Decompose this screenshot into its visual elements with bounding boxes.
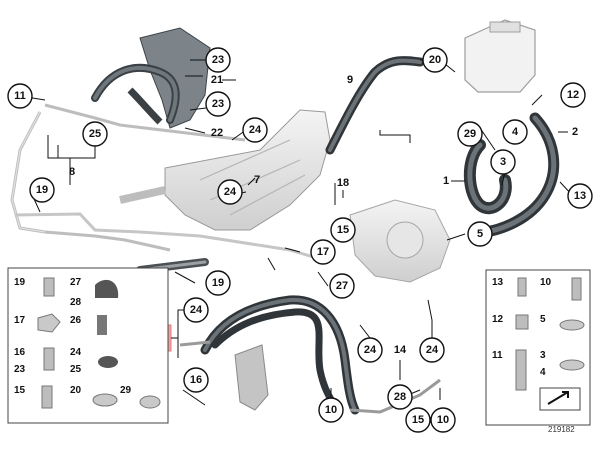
legend-left-26: 26	[70, 315, 82, 326]
svg-text:24: 24	[426, 344, 439, 356]
callout-19a[interactable]: 19	[29, 177, 55, 203]
callout-5[interactable]: 5	[467, 221, 493, 247]
svg-text:19: 19	[36, 184, 48, 196]
svg-text:28: 28	[394, 391, 406, 403]
svg-text:24: 24	[224, 186, 237, 198]
svg-text:24: 24	[249, 124, 262, 136]
svg-text:24: 24	[190, 304, 203, 316]
callout-24a[interactable]: 24	[242, 117, 268, 143]
label-18[interactable]: 18	[337, 177, 349, 189]
svg-text:11: 11	[14, 90, 26, 102]
callout-24c[interactable]: 24	[183, 297, 209, 323]
svg-text:23: 23	[212, 98, 224, 110]
label-9[interactable]: 9	[347, 74, 353, 86]
callout-24d[interactable]: 24	[357, 337, 383, 363]
legend-left-20: 20	[70, 385, 82, 396]
legend-left-29: 29	[120, 385, 132, 396]
callout-19b[interactable]: 19	[205, 270, 231, 296]
callout-27[interactable]: 27	[329, 273, 355, 299]
label-7[interactable]: 7	[254, 174, 260, 186]
legend-left-23: 23	[14, 364, 26, 375]
svg-text:10: 10	[325, 404, 337, 416]
svg-text:12: 12	[567, 89, 579, 101]
svg-text:13: 13	[574, 190, 586, 202]
callout-13[interactable]: 13	[567, 183, 593, 209]
legend-right-11: 11	[492, 350, 503, 361]
label-2[interactable]: 2	[572, 126, 578, 138]
callout-12[interactable]: 12	[560, 82, 586, 108]
legend-right-13: 13	[492, 277, 504, 288]
svg-text:25: 25	[89, 128, 101, 140]
legend-left: 19 27 28 17 26 16 23 24 25 15 20 29	[7, 267, 169, 424]
svg-text:17: 17	[317, 246, 329, 258]
callout-15b[interactable]: 15	[405, 407, 431, 433]
svg-text:16: 16	[190, 374, 202, 386]
svg-text:15: 15	[412, 414, 424, 426]
legend-left-19: 19	[14, 277, 26, 288]
legend-right-10: 10	[540, 277, 552, 288]
legend-right-3: 3	[540, 350, 546, 361]
callout-24b[interactable]: 24	[217, 179, 243, 205]
callout-20[interactable]: 20	[422, 47, 448, 73]
callout-4[interactable]: 4	[502, 119, 528, 145]
legend-left-27: 27	[70, 277, 82, 288]
legend-left-16: 16	[14, 347, 26, 358]
arrow-icon	[547, 391, 569, 405]
label-22[interactable]: 22	[211, 127, 223, 139]
callout-25[interactable]: 25	[82, 121, 108, 147]
svg-text:4: 4	[512, 126, 519, 138]
legend-right-5: 5	[540, 314, 546, 325]
callout-23a[interactable]: 23	[205, 47, 231, 73]
label-1[interactable]: 1	[443, 175, 449, 187]
svg-text:15: 15	[337, 224, 349, 236]
callout-28[interactable]: 28	[387, 384, 413, 410]
svg-text:3: 3	[500, 156, 506, 168]
heat-shield-drawing	[139, 27, 211, 129]
callout-24e[interactable]: 24	[419, 337, 445, 363]
legend-right-4: 4	[540, 367, 546, 378]
label-8[interactable]: 8	[69, 166, 75, 178]
callout-10a[interactable]: 10	[318, 397, 344, 423]
svg-text:24: 24	[364, 344, 377, 356]
svg-text:20: 20	[429, 54, 441, 66]
legend-left-28: 28	[70, 297, 82, 308]
legend-right: 13 10 12 5 11 3 4	[485, 269, 591, 426]
svg-text:5: 5	[477, 228, 483, 240]
svg-text:27: 27	[336, 280, 348, 292]
legend-left-17: 17	[14, 315, 26, 326]
svg-text:23: 23	[212, 54, 224, 66]
legend-left-25: 25	[70, 364, 82, 375]
label-14[interactable]: 14	[394, 344, 407, 356]
callout-10b[interactable]: 10	[430, 407, 456, 433]
callout-29[interactable]: 29	[457, 121, 483, 147]
svg-text:19: 19	[212, 277, 224, 289]
callout-17[interactable]: 17	[310, 239, 336, 265]
svg-text:29: 29	[464, 128, 476, 140]
callout-11[interactable]: 11	[7, 83, 33, 109]
label-21[interactable]: 21	[211, 74, 223, 86]
bracket-16-drawing	[234, 344, 269, 411]
legend-left-15: 15	[14, 385, 26, 396]
diagram-id: 219182	[548, 425, 575, 434]
svg-text:10: 10	[437, 414, 449, 426]
callout-15a[interactable]: 15	[330, 217, 356, 243]
callout-23b[interactable]: 23	[205, 91, 231, 117]
legend-left-24: 24	[70, 347, 82, 358]
callout-3[interactable]: 3	[490, 149, 516, 175]
callout-16[interactable]: 16	[183, 367, 209, 393]
legend-right-12: 12	[492, 314, 504, 325]
